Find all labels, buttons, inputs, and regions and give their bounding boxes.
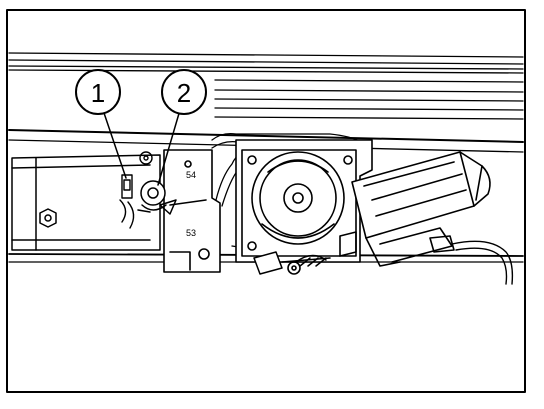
lower-roller [253, 251, 331, 275]
guide-rail [11, 154, 161, 251]
motor-lead-wire [451, 240, 514, 285]
callout-1-label: 1 [91, 78, 105, 108]
callout-leaders [102, 109, 181, 186]
callout-2: 2 [161, 69, 207, 115]
figure-frame [6, 9, 526, 393]
bracket-mark-lower: 53 [186, 228, 196, 238]
locating-tab [119, 151, 153, 229]
bracket-fastener [137, 180, 177, 215]
drive-gear [251, 151, 345, 245]
callout-2-label: 2 [177, 78, 191, 108]
window-motor [351, 151, 491, 267]
regulator-bracket: 54 53 [163, 149, 221, 273]
callout-1: 1 [75, 69, 121, 115]
bracket-mark-upper: 54 [186, 170, 196, 180]
